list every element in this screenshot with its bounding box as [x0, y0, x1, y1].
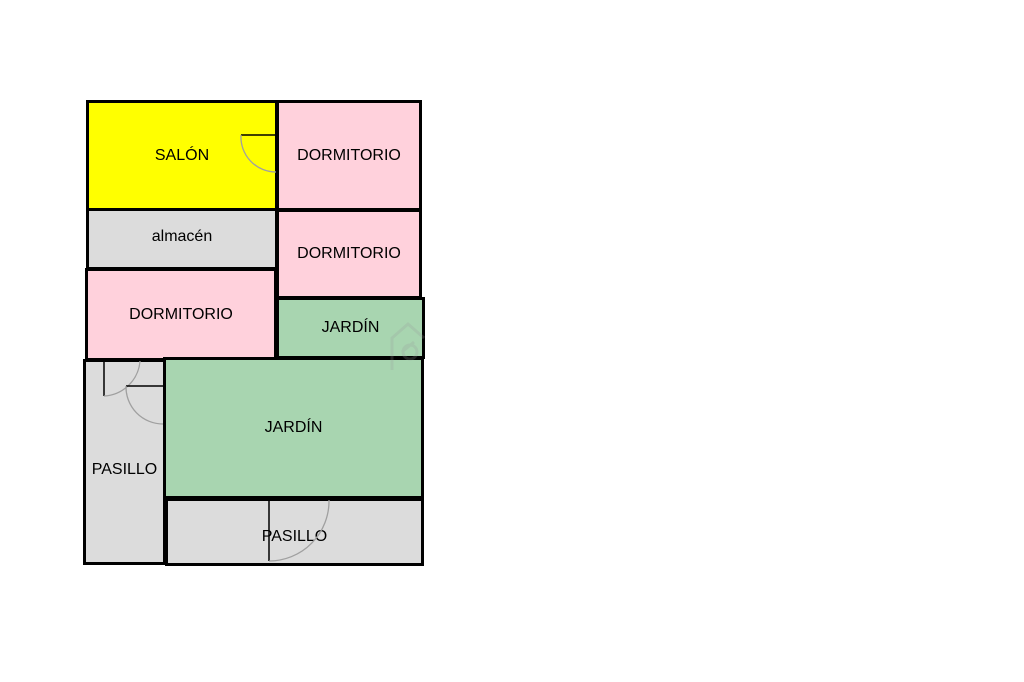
room-label-dormitorio-3: DORMITORIO	[129, 305, 233, 323]
room-label-dormitorio-1: DORMITORIO	[297, 146, 401, 164]
room-label-dormitorio-2: DORMITORIO	[297, 245, 401, 262]
room-jardin-1: JARDÍN	[276, 297, 425, 359]
room-pasillo-2: PASILLO	[165, 498, 424, 566]
room-label-jardin-1: JARDÍN	[321, 319, 380, 336]
room-almacen: almacén	[86, 209, 278, 270]
room-label-salon: SALÓN	[154, 146, 210, 164]
room-dormitorio-2: DORMITORIO	[276, 209, 422, 299]
room-pasillo-1: PASILLO	[83, 359, 166, 565]
room-label-pasillo-2: PASILLO	[261, 528, 328, 545]
room-dormitorio-1: DORMITORIO	[276, 100, 422, 211]
watermark-logo	[390, 322, 425, 370]
room-jardin-2: JARDÍN	[163, 357, 424, 499]
room-label-jardin-2: JARDÍN	[264, 419, 323, 436]
room-salon: SALÓN	[86, 100, 278, 211]
room-label-almacen: almacén	[151, 228, 213, 245]
room-dormitorio-3: DORMITORIO	[85, 268, 277, 361]
room-label-pasillo-1: PASILLO	[91, 461, 158, 478]
